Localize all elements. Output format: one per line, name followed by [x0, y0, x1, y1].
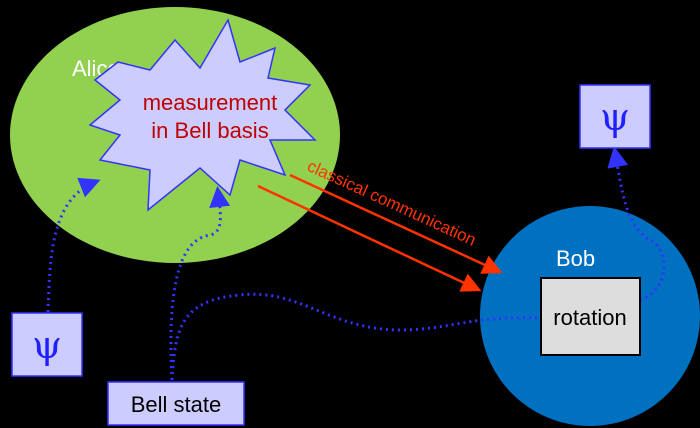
- bell-state-box: [107, 381, 245, 426]
- classical-arrow-2: [257, 184, 482, 292]
- measurement-burst: [88, 18, 317, 212]
- measurement-label-line1: measurement: [143, 90, 278, 115]
- measurement-label-line2: in Bell basis: [151, 118, 268, 143]
- bell-to-alice-link: [169, 186, 231, 381]
- bob-label: Bob: [556, 246, 595, 271]
- psi-input-box: [11, 312, 83, 377]
- psi-to-alice-link: [46, 177, 101, 313]
- classical-communication-label: classical communication: [304, 156, 479, 249]
- psi-input-symbol: ψ: [32, 323, 62, 367]
- classical-arrow-1: [289, 173, 503, 274]
- rotation-box: [540, 277, 641, 356]
- rotation-label: rotation: [553, 305, 626, 330]
- psi-output-box: [579, 84, 651, 149]
- psi-output-symbol: ψ: [600, 95, 630, 139]
- bell-state-label: Bell state: [131, 392, 222, 417]
